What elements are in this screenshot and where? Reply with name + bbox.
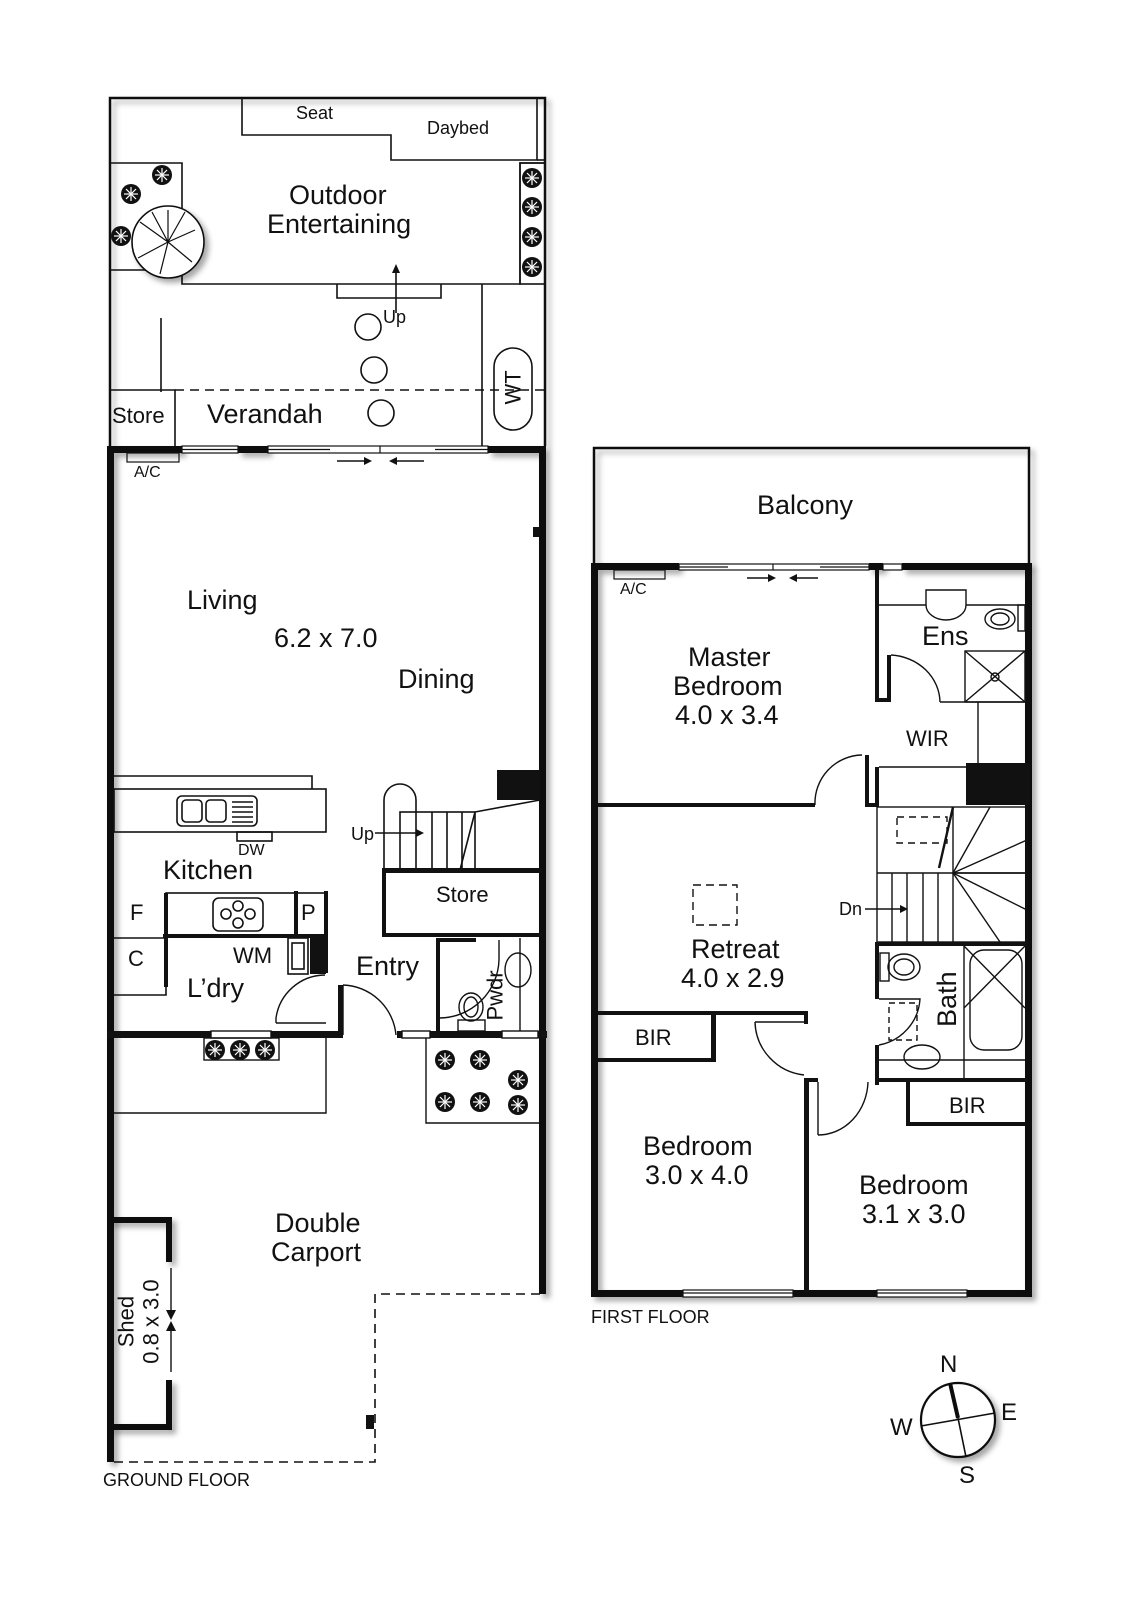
- cupboard-label: C: [128, 946, 144, 971]
- seat-label: Seat: [296, 103, 334, 123]
- ground-floor-walls: [107, 446, 546, 1462]
- dishwasher-label: DW: [238, 842, 265, 859]
- master-bedroom-label-2: Bedroom: [673, 671, 783, 701]
- shed-dimensions: 0.8 x 3.0: [138, 1279, 164, 1364]
- bedroom-3-label: Bedroom: [859, 1170, 969, 1200]
- up-label: Up: [383, 307, 407, 327]
- outdoor-entertaining-label: Outdoor: [289, 180, 387, 210]
- bir-left-label: BIR: [635, 1025, 672, 1050]
- master-bedroom-dimensions: 4.0 x 3.4: [675, 700, 779, 730]
- ensuite-label: Ens: [922, 621, 969, 651]
- compass-south: S: [959, 1462, 976, 1489]
- carport-label-2: Carport: [271, 1237, 362, 1267]
- balcony-label: Balcony: [757, 490, 854, 520]
- down-stairs-label: Dn: [839, 899, 863, 919]
- outdoor-entertaining-label-2: Entertaining: [267, 209, 412, 239]
- bedroom-2-label: Bedroom: [643, 1131, 753, 1161]
- laundry-label: L’dry: [187, 973, 245, 1003]
- ground-floor-title: GROUND FLOOR: [103, 1470, 251, 1490]
- verandah-label: Verandah: [207, 399, 323, 429]
- retreat-label: Retreat: [691, 934, 780, 964]
- water-tank-label: WT: [500, 370, 526, 405]
- powder-room-label: Pwdr: [482, 970, 508, 1021]
- retreat-dimensions: 4.0 x 2.9: [681, 963, 785, 993]
- store-stairs-label: Store: [436, 882, 489, 907]
- ac-label: A/C: [134, 464, 161, 481]
- fridge-label: F: [130, 900, 144, 925]
- master-bedroom-label: Master: [688, 642, 771, 672]
- first-floor-ac-label: A/C: [620, 581, 647, 598]
- kitchen-label: Kitchen: [163, 855, 254, 885]
- compass-icon: [919, 1381, 997, 1459]
- first-floor-title: FIRST FLOOR: [591, 1307, 710, 1327]
- first-floor-walls: [591, 563, 1032, 1297]
- tree-icon: [131, 205, 205, 279]
- dining-label: Dining: [398, 664, 475, 694]
- walk-in-robe-label: WIR: [906, 726, 949, 751]
- store-label: Store: [112, 403, 165, 428]
- living-label: Living: [187, 585, 258, 615]
- washing-machine-label: WM: [233, 943, 273, 968]
- compass-east: E: [1001, 1399, 1018, 1426]
- entry-label: Entry: [356, 951, 420, 981]
- bath-label: Bath: [931, 971, 962, 1027]
- bedroom-3-dimensions: 3.1 x 3.0: [862, 1199, 966, 1229]
- bedroom-2-dimensions: 3.0 x 4.0: [645, 1160, 749, 1190]
- up-stairs-label: Up: [351, 824, 375, 844]
- carport-label: Double: [275, 1208, 361, 1238]
- compass-north: N: [940, 1351, 958, 1378]
- bir-right-label: BIR: [949, 1093, 986, 1118]
- daybed-label: Daybed: [427, 118, 490, 138]
- living-dimensions: 6.2 x 7.0: [274, 623, 378, 653]
- shed-label: Shed: [113, 1295, 139, 1348]
- compass-west: W: [890, 1414, 913, 1441]
- pantry-label: P: [301, 900, 316, 925]
